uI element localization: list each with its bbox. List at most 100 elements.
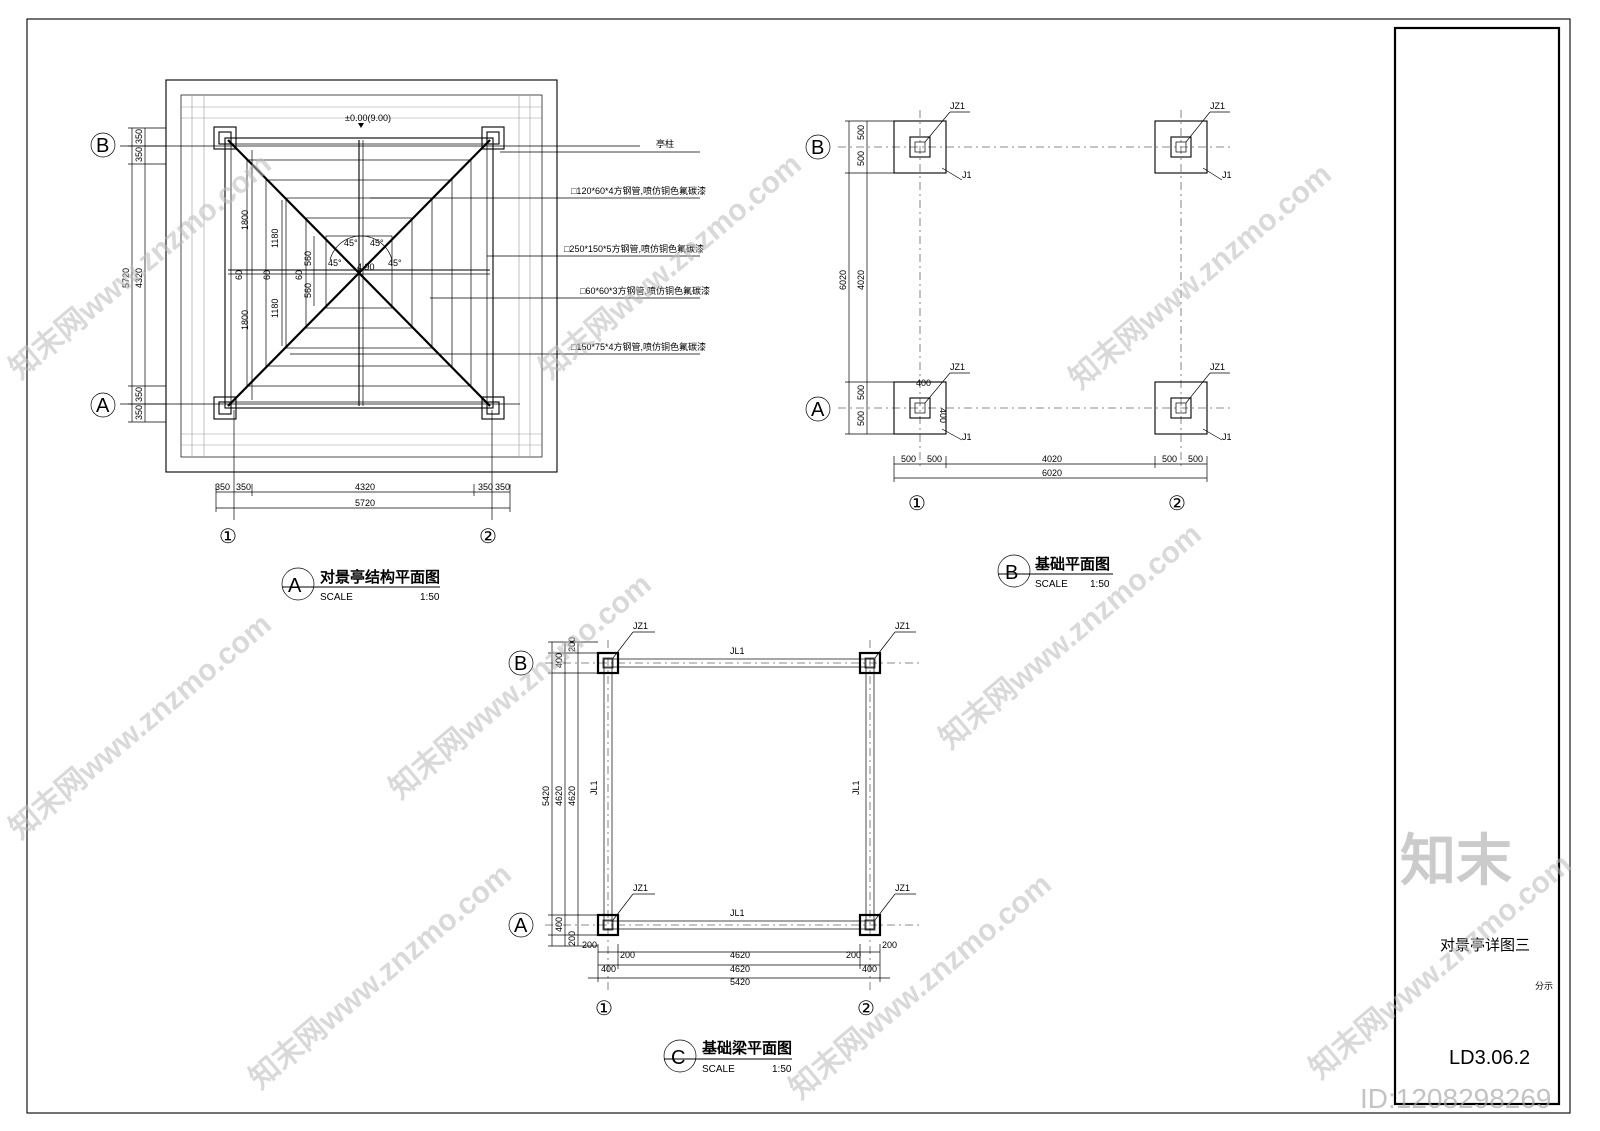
- svg-text:JZ1: JZ1: [895, 621, 910, 631]
- title-block-frame: [1393, 26, 1561, 1106]
- svg-text:60: 60: [262, 270, 272, 280]
- svg-text:知末网www.znzmo.com: 知末网www.znzmo.com: [933, 518, 1207, 756]
- svg-text:500: 500: [856, 385, 866, 400]
- svg-text:200: 200: [567, 931, 577, 946]
- svg-text:4620: 4620: [730, 950, 750, 960]
- svg-text:JZ1: JZ1: [950, 362, 965, 372]
- sheet-name: 对景亭详图三: [1440, 936, 1530, 954]
- svg-text:知末网www.znzmo.com: 知末网www.znzmo.com: [3, 148, 277, 386]
- svg-text:4620: 4620: [730, 964, 750, 974]
- svg-text:200: 200: [567, 637, 577, 652]
- svg-text:JZ1: JZ1: [895, 883, 910, 893]
- note-tube-2: □250*150*5方钢管,喷仿铜色氟碳漆: [564, 243, 704, 254]
- svg-text:B: B: [811, 137, 824, 159]
- svg-text:4620: 4620: [554, 786, 564, 806]
- svg-text:JZ1: JZ1: [950, 101, 965, 111]
- svg-text:①: ①: [595, 998, 613, 1020]
- drawing-b-title: 基础平面图: [1034, 555, 1110, 573]
- svg-text:500: 500: [927, 454, 942, 464]
- svg-text:200: 200: [882, 940, 897, 950]
- svg-text:350: 350: [495, 482, 510, 492]
- svg-text:A: A: [811, 399, 825, 421]
- svg-text:B: B: [514, 653, 527, 675]
- svg-text:1800: 1800: [240, 310, 250, 330]
- svg-text:5720: 5720: [355, 498, 375, 508]
- svg-text:JL1: JL1: [589, 780, 599, 795]
- watermark-layer: 知末网www.znzmo.com 知末网www.znzmo.com 知末网www…: [3, 148, 1577, 1114]
- drawing-b-tag: B: [1005, 562, 1018, 584]
- svg-text:②: ②: [1168, 493, 1186, 515]
- svg-text:5420: 5420: [541, 786, 551, 806]
- svg-text:知末网www.znzmo.com: 知末网www.znzmo.com: [1063, 158, 1337, 396]
- svg-text:560: 560: [303, 251, 313, 266]
- svg-text:JZ1: JZ1: [1210, 101, 1225, 111]
- drawing-a-title: 对景亭结构平面图: [320, 568, 440, 586]
- svg-text:6020: 6020: [1042, 468, 1062, 478]
- svg-text:J1: J1: [962, 170, 972, 180]
- svg-text:JZ1: JZ1: [633, 621, 648, 631]
- drawing-c-tag: C: [671, 1047, 685, 1069]
- svg-text:①: ①: [908, 493, 926, 515]
- svg-text:6020: 6020: [838, 270, 848, 290]
- axis-2-label: ②: [479, 526, 497, 548]
- svg-text:400: 400: [601, 964, 616, 974]
- svg-text:1180: 1180: [270, 299, 280, 318]
- svg-text:350: 350: [134, 129, 144, 144]
- svg-text:560: 560: [303, 283, 313, 298]
- drawing-a-tag: A: [288, 575, 302, 597]
- svg-text:60: 60: [294, 270, 304, 280]
- svg-text:4620: 4620: [567, 786, 577, 806]
- svg-text:J1: J1: [1222, 170, 1232, 180]
- svg-text:4.90: 4.90: [357, 262, 375, 272]
- note-tube-4: □150*75*4方钢管,喷仿铜色氟碳漆: [571, 341, 706, 352]
- note-tube-3: □60*60*3方钢管,喷仿铜色氟碳漆: [580, 285, 710, 296]
- svg-text:500: 500: [1188, 454, 1203, 464]
- svg-text:1:50: 1:50: [772, 1064, 792, 1075]
- svg-text:45°: 45°: [328, 258, 342, 268]
- elevation-label: ±0.00(9.00): [345, 113, 391, 123]
- sheet-border: [26, 18, 1571, 1114]
- svg-text:350: 350: [134, 387, 144, 402]
- svg-text:1800: 1800: [240, 210, 250, 230]
- svg-text:JL1: JL1: [851, 780, 861, 795]
- svg-text:5420: 5420: [730, 977, 750, 987]
- svg-text:45°: 45°: [388, 258, 402, 268]
- drawing-number: LD3.06.2: [1449, 1047, 1530, 1069]
- svg-text:SCALE: SCALE: [1035, 579, 1068, 590]
- drawing-a-structure-plan: ±0.00(9.00) 亭柱 □120*60*4方钢管,喷仿铜色氟碳漆 □250…: [90, 79, 710, 603]
- svg-text:4020: 4020: [1042, 454, 1062, 464]
- svg-text:400: 400: [554, 653, 564, 668]
- title-block: 对景亭详图三 分示 LD3.06.2: [1440, 936, 1553, 1069]
- svg-text:350: 350: [215, 482, 230, 492]
- svg-text:知末网www.znzmo.com: 知末网www.znzmo.com: [243, 858, 517, 1096]
- svg-text:500: 500: [856, 125, 866, 140]
- svg-text:SCALE: SCALE: [320, 592, 353, 603]
- note-column: 亭柱: [656, 138, 674, 149]
- svg-text:JZ1: JZ1: [1210, 362, 1225, 372]
- svg-text:400: 400: [554, 917, 564, 932]
- svg-text:4320: 4320: [134, 268, 144, 288]
- svg-text:知末网www.znzmo.com: 知末网www.znzmo.com: [3, 608, 277, 846]
- svg-text:350: 350: [236, 482, 251, 492]
- axis-b-label: B: [96, 135, 109, 157]
- note-tube-1: □120*60*4方钢管,喷仿铜色氟碳漆: [571, 185, 706, 196]
- svg-text:知末网www.znzmo.com: 知末网www.znzmo.com: [783, 868, 1057, 1106]
- svg-text:知末网www.znzmo.com: 知末网www.znzmo.com: [383, 568, 657, 806]
- svg-text:45°: 45°: [370, 238, 384, 248]
- svg-text:4320: 4320: [355, 482, 375, 492]
- svg-text:5720: 5720: [121, 268, 131, 288]
- drawing-c-title: 基础梁平面图: [701, 1039, 792, 1057]
- svg-text:SCALE: SCALE: [702, 1064, 735, 1075]
- drawing-b-foundation-plan: JZ1 J1 JZ1 J1 JZ1 J1 JZ1 J1 400 400 500 …: [805, 101, 1232, 590]
- svg-text:JL1: JL1: [730, 646, 745, 656]
- svg-text:1180: 1180: [270, 229, 280, 248]
- svg-text:1:50: 1:50: [420, 592, 440, 603]
- svg-text:400: 400: [916, 378, 931, 388]
- svg-text:500: 500: [856, 151, 866, 166]
- svg-text:200: 200: [620, 950, 635, 960]
- svg-text:500: 500: [1162, 454, 1177, 464]
- svg-text:350: 350: [478, 482, 493, 492]
- svg-text:45°: 45°: [344, 238, 358, 248]
- svg-text:②: ②: [857, 998, 875, 1020]
